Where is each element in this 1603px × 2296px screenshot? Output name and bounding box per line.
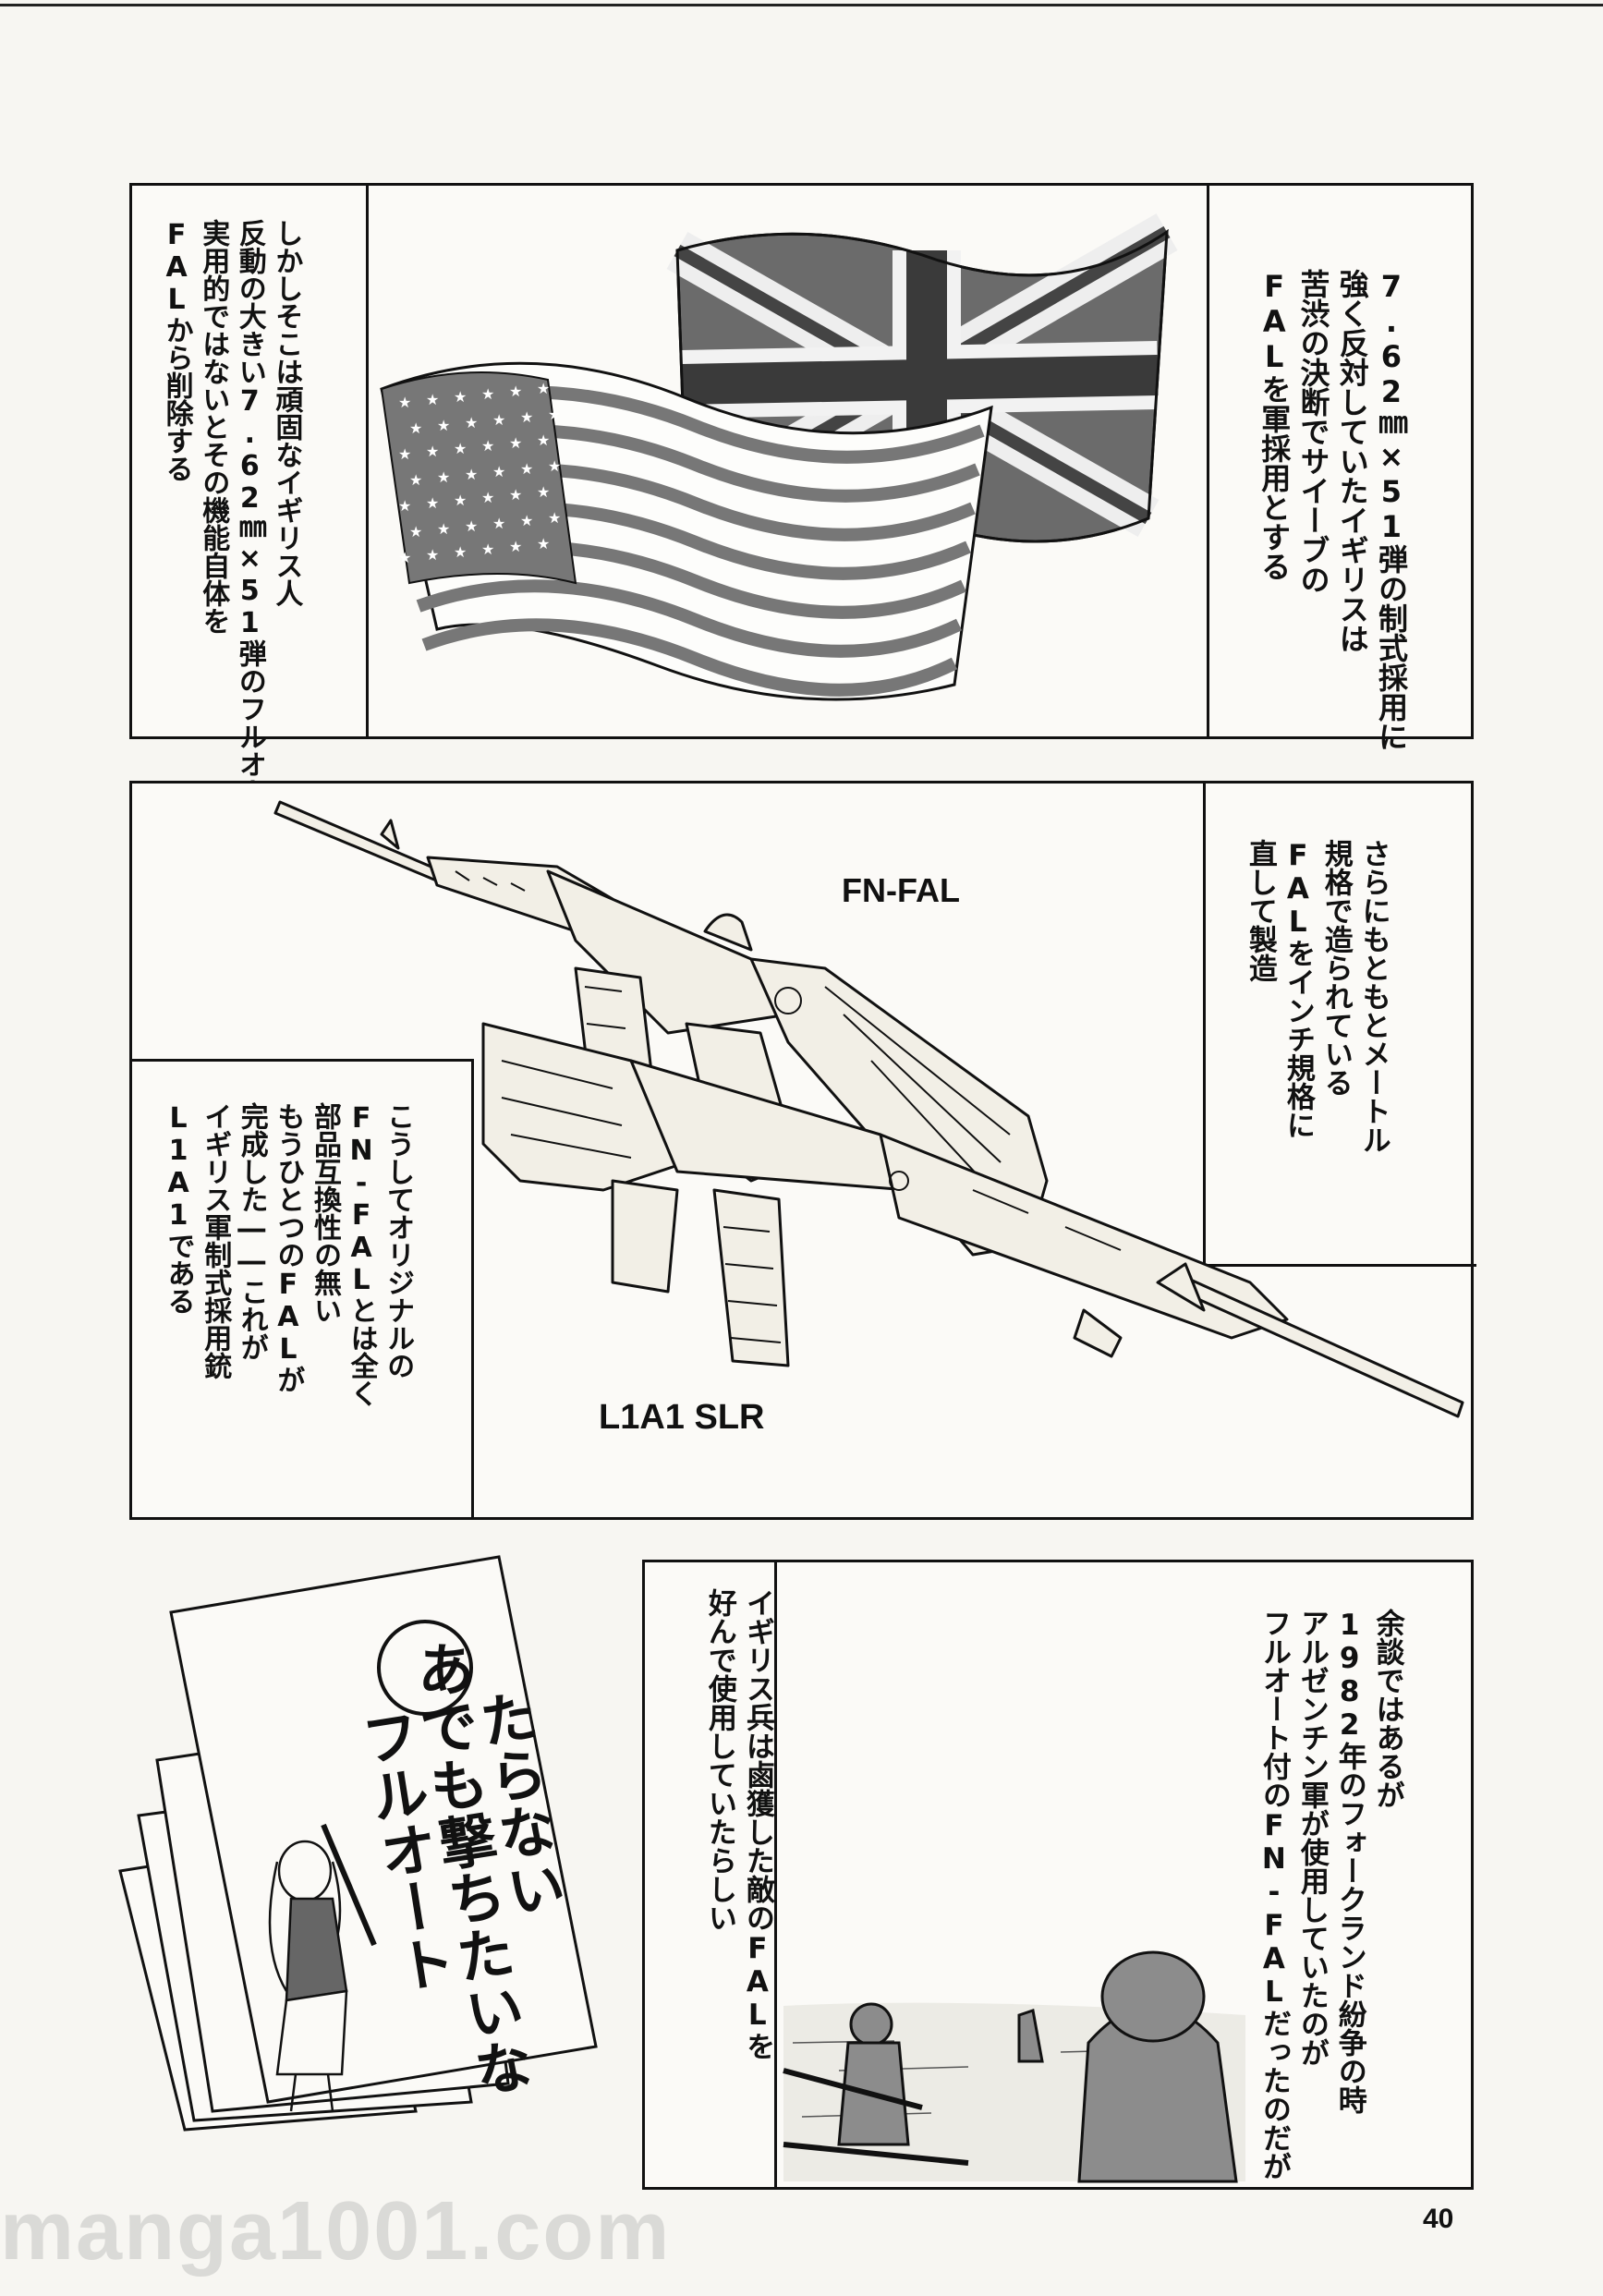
flag-star: ★ <box>437 417 450 434</box>
narration-falklands: 余談ではあるが 1982年のフォークランド紛争の時 アルゼンチン軍が使用していた… <box>1257 1609 1404 2181</box>
flag-star: ★ <box>537 483 550 501</box>
panel-divider <box>366 186 369 736</box>
flag-star: ★ <box>409 523 422 541</box>
flag-star: ★ <box>398 394 411 411</box>
flag-star: ★ <box>509 538 522 555</box>
l1a1-slr-label: L1A1 SLR <box>599 1398 765 1437</box>
flag-star: ★ <box>426 391 439 408</box>
karuta-kana: あ <box>407 1640 475 1697</box>
flag-star: ★ <box>426 494 439 512</box>
uk-flag-illustration <box>666 213 1178 543</box>
flag-star: ★ <box>548 509 561 527</box>
flag-star: ★ <box>481 437 494 455</box>
flag-star: ★ <box>492 515 505 532</box>
panel-divider <box>132 1059 474 1062</box>
flag-star: ★ <box>409 419 422 437</box>
flag-star: ★ <box>492 463 505 480</box>
narration-british-adoption: 7.62㎜×51弾の制式採用に 強く反対していたイギリスは 苦渋の決断でサイーブ… <box>1257 269 1409 751</box>
narration-captured-fal: イギリス兵は鹵獲した敵のFALを 好んで使用していたらしい <box>702 1588 774 2060</box>
flag-star: ★ <box>520 408 533 426</box>
us-flag-illustration: ★★★★★★★★★★★★★★★★★★★★★★★★★★★★★★★★★★★★★★★★… <box>380 361 993 701</box>
flag-star: ★ <box>509 486 522 504</box>
flag-star: ★ <box>509 383 522 400</box>
page-top-rule <box>0 4 1603 6</box>
flag-star: ★ <box>426 443 439 460</box>
flag-star: ★ <box>492 411 505 429</box>
flag-star: ★ <box>548 457 561 475</box>
karuta-card-stack <box>118 1555 598 2132</box>
panel-divider <box>1203 784 1206 1267</box>
flag-star: ★ <box>409 471 422 489</box>
flag-star: ★ <box>454 388 467 406</box>
flag-star: ★ <box>454 440 467 457</box>
panel-divider <box>471 1059 474 1517</box>
flag-star: ★ <box>465 414 478 431</box>
flag-stripe <box>416 579 963 658</box>
flag-star: ★ <box>454 492 467 509</box>
flag-star: ★ <box>398 497 411 515</box>
flag-star: ★ <box>548 406 561 423</box>
panel-divider <box>774 1562 777 2187</box>
flag-star: ★ <box>437 520 450 538</box>
british-soldiers-illustration <box>783 1950 1245 2183</box>
narration-full-auto-removed: しかしそこは頑固なイギリス人 反動の大きい7.62㎜×51弾のフルオートは 実用… <box>160 219 303 861</box>
page-number: 40 <box>1423 2204 1454 2234</box>
flag-star: ★ <box>520 512 533 529</box>
flag-star: ★ <box>520 460 533 478</box>
panel-flags: 7.62㎜×51弾の制式採用に 強く反対していたイギリスは 苦渋の決断でサイーブ… <box>129 183 1474 861</box>
flag-star: ★ <box>437 468 450 486</box>
flag-star: ★ <box>426 546 439 564</box>
site-watermark: manga1001.com <box>0 2185 672 2278</box>
flag-stripe <box>421 618 958 697</box>
flag-star: ★ <box>454 543 467 561</box>
flag-star: ★ <box>481 385 494 403</box>
fn-fal-label: FN-FAL <box>842 871 960 909</box>
flag-star: ★ <box>398 549 411 566</box>
narration-l1a1-completed: こうしてオリジナルの FN-FALとは全く 部品互換性の無い もうひとつのFAL… <box>162 1102 415 1407</box>
flag-star: ★ <box>481 489 494 506</box>
flag-star: ★ <box>398 445 411 463</box>
flag-star: ★ <box>537 380 550 397</box>
flag-star: ★ <box>537 535 550 553</box>
panel-divider <box>1203 1264 1476 1267</box>
flag-star: ★ <box>465 517 478 535</box>
narration-inch-conversion: さらにもともとメートル 規格で造られている FALをインチ規格に 直して製造 <box>1243 839 1390 1154</box>
flag-star: ★ <box>481 541 494 558</box>
panel-falklands: 余談ではあるが 1982年のフォークランド紛争の時 アルゼンチン軍が使用していた… <box>642 1560 1474 2190</box>
flag-star: ★ <box>537 431 550 449</box>
l1a1-rifle-illustration <box>481 1022 1464 1418</box>
panel-divider <box>1207 186 1209 736</box>
panel-rifles: さらにもともとメートル 規格で造られている FALをインチ規格に 直して製造 こ… <box>129 781 1476 1520</box>
flag-star: ★ <box>509 434 522 452</box>
flag-star: ★ <box>465 466 478 483</box>
